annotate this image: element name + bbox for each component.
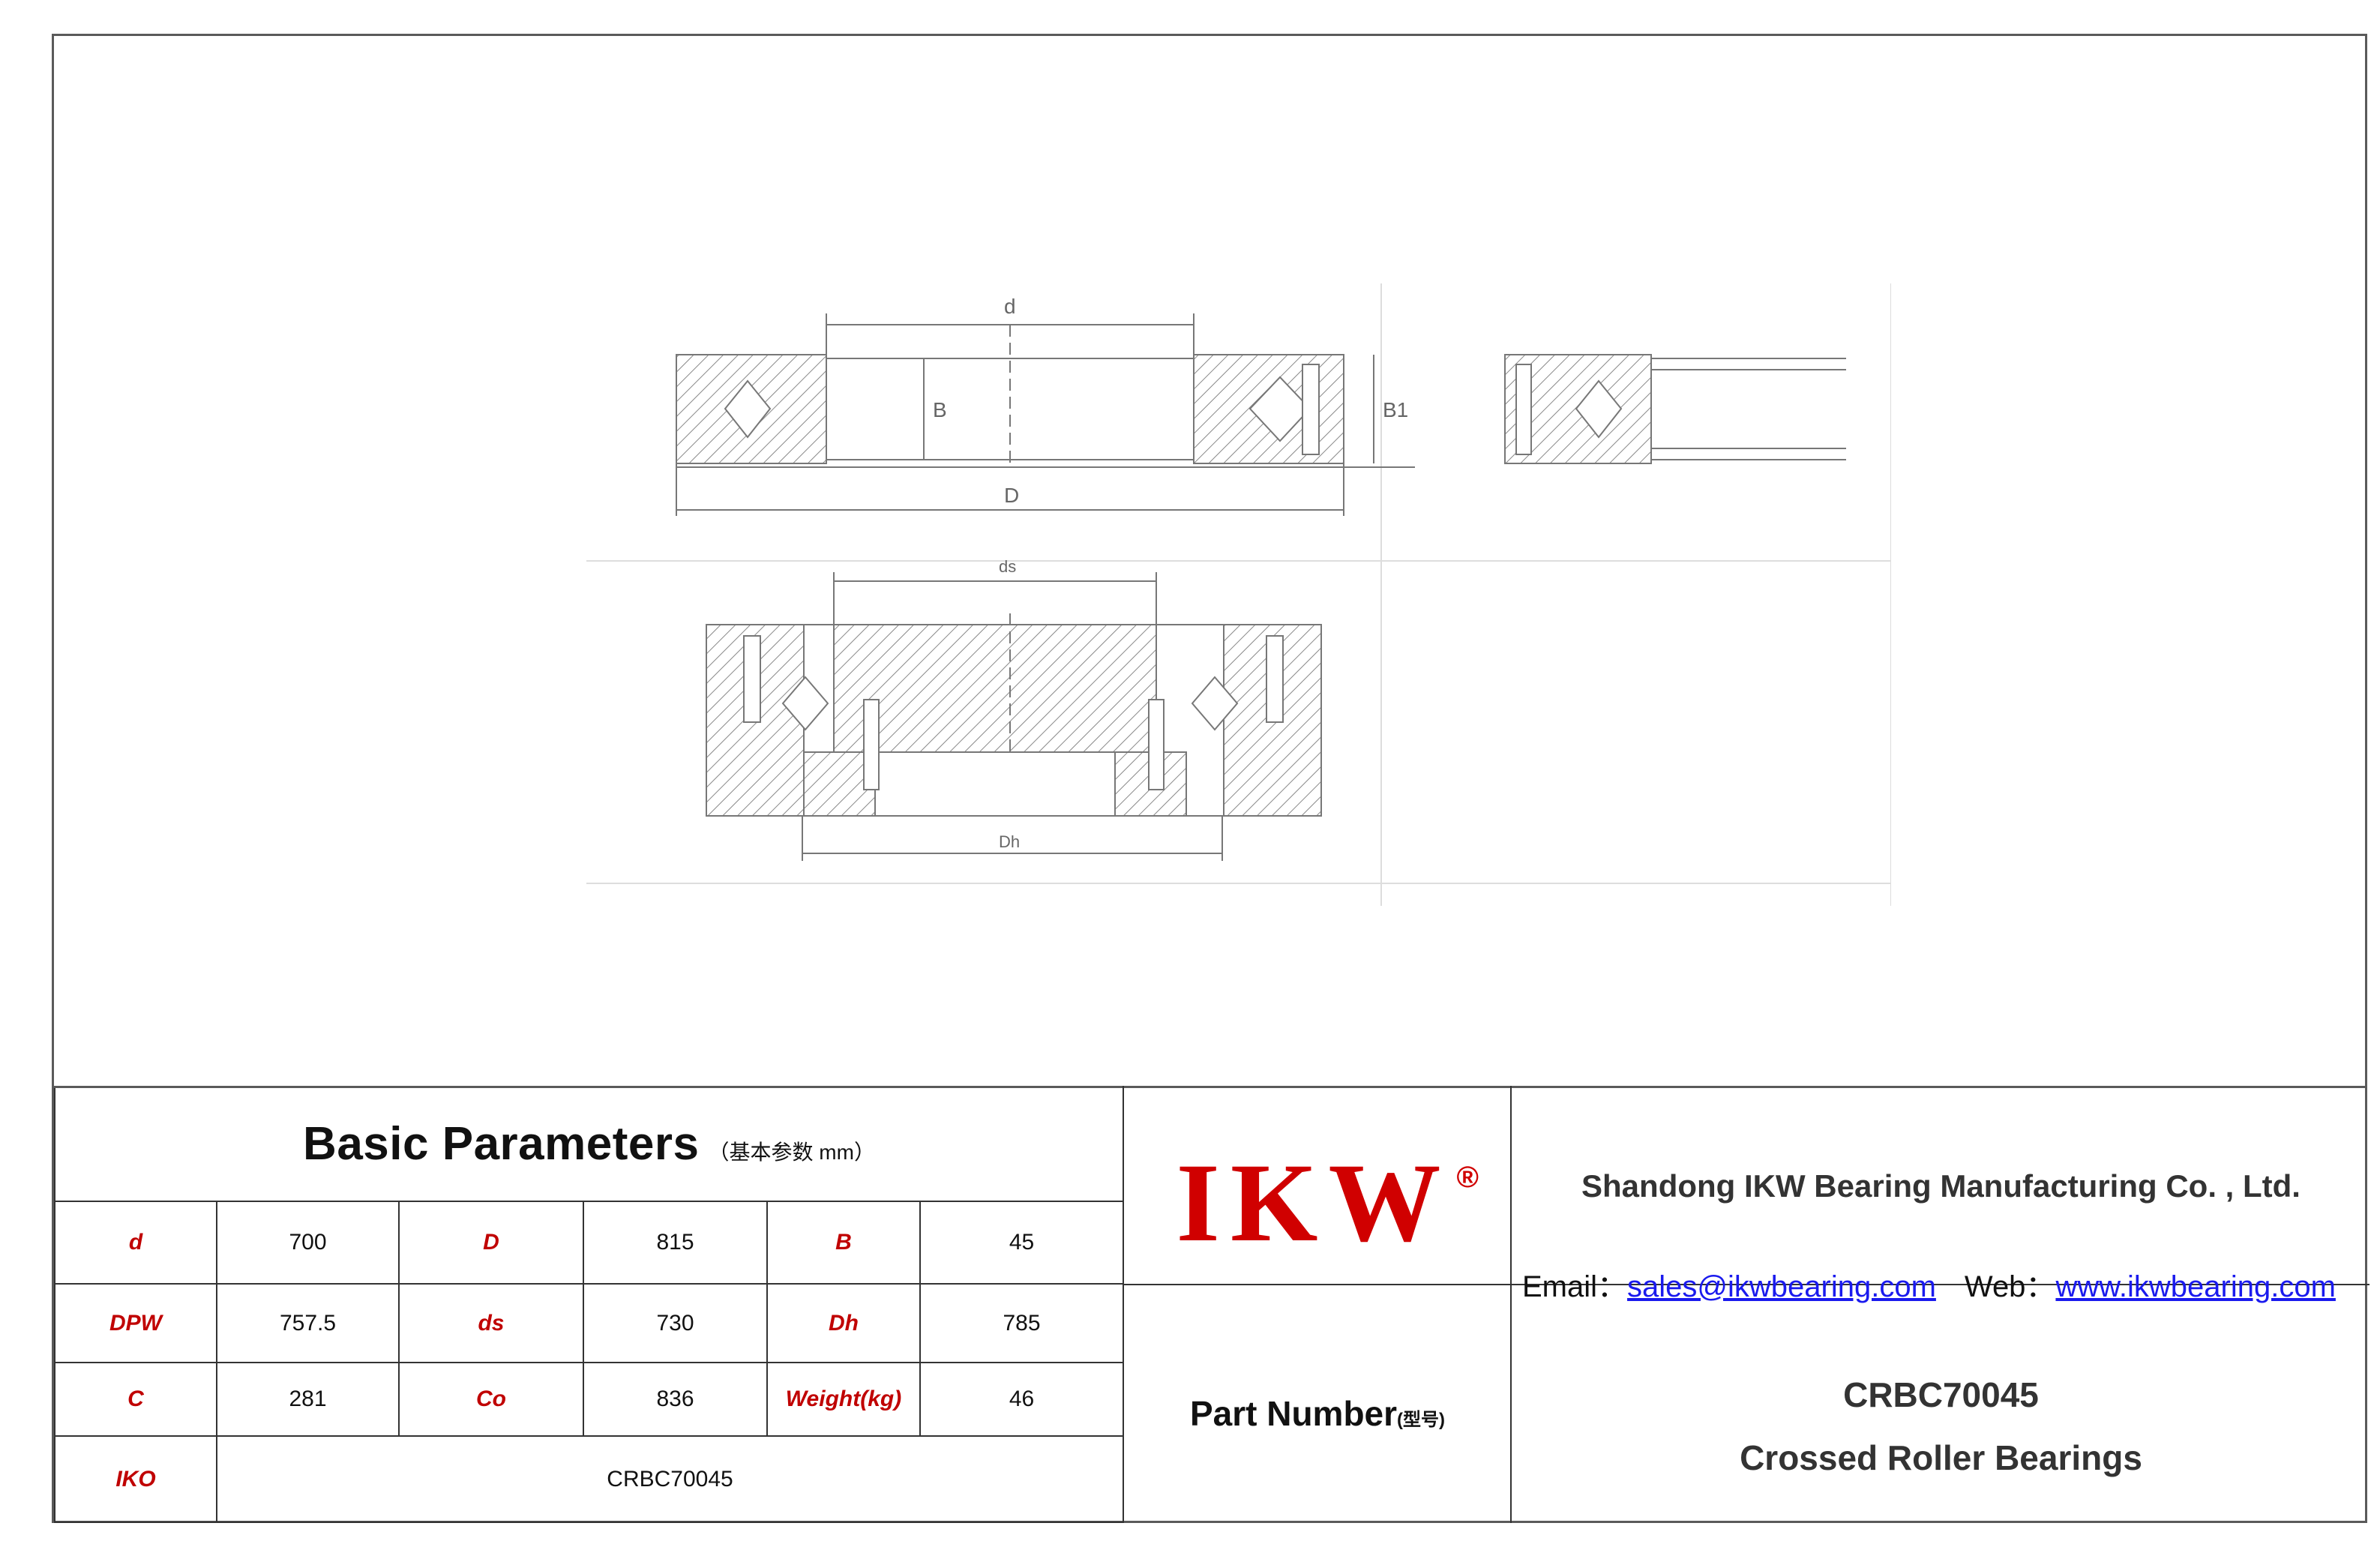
web-link[interactable]: www.ikwbearing.com bbox=[2055, 1270, 2336, 1303]
dim-label-d: d bbox=[1004, 295, 1016, 318]
ikw-logo: IKW® bbox=[1126, 1138, 1501, 1267]
param-value: 281 bbox=[216, 1361, 400, 1438]
contact-line: Email：sales@ikwbearing.com Web：www.ikwbea… bbox=[1522, 1262, 2370, 1306]
dim-label-B: B bbox=[933, 398, 947, 421]
param-value: 815 bbox=[583, 1200, 768, 1285]
param-label: C bbox=[54, 1361, 217, 1438]
dim-label-D: D bbox=[1004, 484, 1019, 507]
param-label: ds bbox=[398, 1283, 584, 1363]
company-name: Shandong IKW Bearing Manufacturing Co. ,… bbox=[1581, 1168, 2301, 1204]
iko-value: CRBC70045 bbox=[216, 1435, 1124, 1523]
basic-parameters-heading: Basic Parameters （基本参数 mm） bbox=[54, 1086, 1124, 1202]
title-block-divider bbox=[1510, 1086, 1512, 1523]
param-value: 700 bbox=[216, 1200, 400, 1285]
table-row: IKO CRBC70045 bbox=[54, 1435, 1124, 1523]
part-number-block: CRBC70045 Crossed Roller Bearings bbox=[1512, 1363, 2370, 1489]
dim-label-Dh: Dh bbox=[999, 832, 1020, 851]
drawing-sheet: d D B B1 ds Dh Basic Parameters （基本参数 mm）… bbox=[52, 34, 2370, 1523]
table-row: d 700 D 815 B 45 bbox=[54, 1200, 1124, 1285]
dim-label-ds: ds bbox=[999, 557, 1016, 576]
param-label: Co bbox=[398, 1361, 584, 1438]
email-label: Email： bbox=[1522, 1270, 1628, 1303]
param-label: D bbox=[398, 1200, 584, 1285]
title-block-divider bbox=[1123, 1284, 2370, 1285]
basic-parameters-table: Basic Parameters （基本参数 mm） d 700 D 815 B … bbox=[54, 1086, 1124, 1523]
basic-parameters-title: Basic Parameters bbox=[303, 1117, 700, 1170]
param-label: d bbox=[54, 1200, 217, 1285]
web-label: Web： bbox=[1964, 1270, 2056, 1303]
title-block-divider bbox=[1123, 1086, 1124, 1523]
part-number-label: Part Number(型号) bbox=[1126, 1393, 1509, 1434]
table-row: DPW 757.5 ds 730 Dh 785 bbox=[54, 1283, 1124, 1363]
param-label: Dh bbox=[766, 1283, 921, 1363]
registered-mark: ® bbox=[1456, 1161, 1479, 1194]
table-row: C 281 Co 836 Weight(kg) 46 bbox=[54, 1361, 1124, 1438]
email-link[interactable]: sales@ikwbearing.com bbox=[1627, 1270, 1936, 1303]
logo-text: IKW bbox=[1176, 1141, 1452, 1265]
part-type: Crossed Roller Bearings bbox=[1740, 1438, 2142, 1477]
bearing-cross-section-svg: d D B B1 ds Dh bbox=[586, 283, 1891, 906]
param-value: 46 bbox=[919, 1361, 1124, 1438]
basic-parameters-unit: （基本参数 mm） bbox=[708, 1140, 875, 1164]
iko-label: IKO bbox=[54, 1435, 217, 1523]
bearing-technical-drawing: d D B B1 ds Dh bbox=[586, 283, 1891, 906]
param-label: B bbox=[766, 1200, 921, 1285]
part-number-cn: (型号) bbox=[1397, 1410, 1446, 1430]
param-value: 785 bbox=[919, 1283, 1124, 1363]
param-label: DPW bbox=[54, 1283, 217, 1363]
param-value: 757.5 bbox=[216, 1283, 400, 1363]
part-number-value: CRBC70045 bbox=[1843, 1375, 2039, 1414]
part-number-title: Part Number bbox=[1189, 1394, 1398, 1433]
title-block-top-border bbox=[54, 1086, 2365, 1088]
param-label: Weight(kg) bbox=[766, 1361, 921, 1438]
param-value: 836 bbox=[583, 1361, 768, 1438]
param-value: 730 bbox=[583, 1283, 768, 1363]
param-value: 45 bbox=[919, 1200, 1124, 1285]
dim-label-B1: B1 bbox=[1383, 398, 1408, 421]
